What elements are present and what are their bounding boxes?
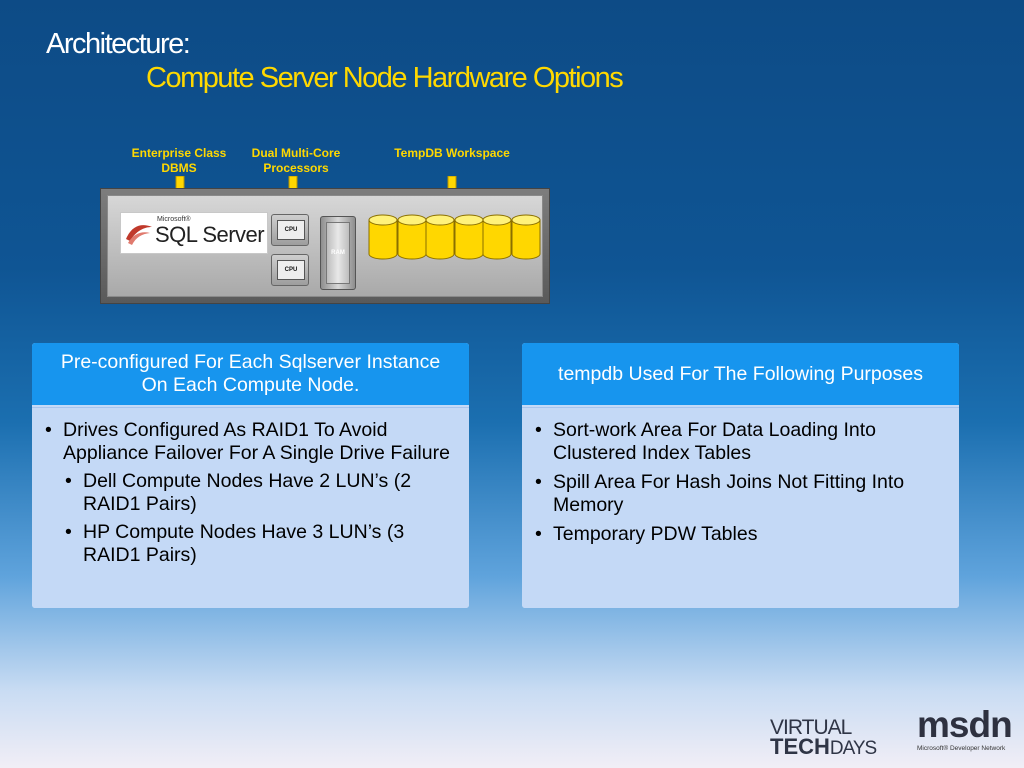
cpu-chip-1: CPU xyxy=(271,214,309,246)
list-item: Sort-work Area For Data Loading Into Clu… xyxy=(522,419,959,465)
right-box-body: Sort-work Area For Data Loading Into Clu… xyxy=(522,407,959,608)
disk-cylinder-icon xyxy=(425,214,455,260)
slide-subtitle: Compute Server Node Hardware Options xyxy=(146,62,624,94)
list-item: Dell Compute Nodes Have 2 LUN’s (2 RAID1… xyxy=(32,470,469,516)
server-chassis: Microsoft® SQL Server CPU CPU RAM xyxy=(100,188,550,304)
left-info-box: Pre-configured For Each Sqlserver Instan… xyxy=(32,343,469,608)
disk-cylinder-icon xyxy=(511,214,540,260)
slide-title: Architecture: xyxy=(46,28,191,60)
list-item: Spill Area For Hash Joins Not Fitting In… xyxy=(522,471,959,517)
list-item: Drives Configured As RAID1 To Avoid Appl… xyxy=(32,419,469,465)
logo-sql-server-text: SQL Server xyxy=(155,222,265,247)
disk-cylinder-icon xyxy=(397,214,426,260)
ram-module: RAM xyxy=(320,216,356,290)
cpu-label: CPU xyxy=(277,260,305,280)
vtd-tech-text: TECH xyxy=(770,734,830,759)
vtd-days-text: DAYS xyxy=(829,738,877,759)
list-item: HP Compute Nodes Have 3 LUN’s (3 RAID1 P… xyxy=(32,521,469,567)
callout-tempdb: TempDB Workspace xyxy=(394,146,510,160)
sql-server-logo: Microsoft® SQL Server xyxy=(120,212,268,254)
disk-cylinder-icon xyxy=(482,214,512,260)
right-box-heading: tempdb Used For The Following Purposes xyxy=(522,343,959,405)
list-item: Temporary PDW Tables xyxy=(522,523,959,546)
disk-cylinder-icon xyxy=(454,214,483,260)
disk-cylinder-icon xyxy=(368,214,398,260)
cpu-label: CPU xyxy=(277,220,305,240)
ram-label: RAM xyxy=(326,222,350,284)
right-info-box: tempdb Used For The Following Purposes S… xyxy=(522,343,959,608)
virtual-techdays-logo: VIRTUAL TECHDAYS xyxy=(770,716,877,759)
callout-dbms: Enterprise Class DBMS xyxy=(131,146,227,175)
left-box-heading: Pre-configured For Each Sqlserver Instan… xyxy=(32,343,469,405)
left-box-body: Drives Configured As RAID1 To Avoid Appl… xyxy=(32,407,469,608)
sql-server-logo-icon xyxy=(126,225,152,245)
vtd-virtual-text: VIRTUAL xyxy=(770,716,852,739)
logo-microsoft-text: Microsoft® xyxy=(157,216,191,223)
msdn-logo: msdn xyxy=(917,704,1013,745)
callout-processors: Dual Multi-Core Processors xyxy=(251,146,341,175)
server-panel: Microsoft® SQL Server CPU CPU RAM xyxy=(107,195,543,297)
cpu-chip-2: CPU xyxy=(271,254,309,286)
msdn-subtitle: Microsoft® Developer Network xyxy=(917,745,1006,752)
